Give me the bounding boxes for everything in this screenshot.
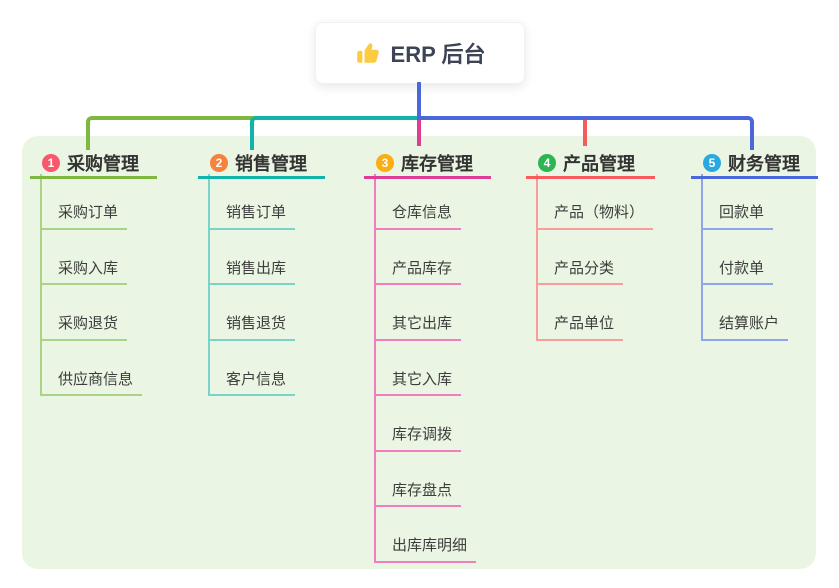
branch-header-sales[interactable]: 2 销售管理 [198, 150, 325, 179]
branch-header-procurement[interactable]: 1 采购管理 [30, 150, 157, 179]
child-row: 库存调拨 [376, 396, 476, 452]
child-row: 出库库明细 [376, 507, 477, 563]
child-row: 付款单 [703, 230, 788, 285]
child-node[interactable]: 销售出库 [210, 260, 296, 285]
branch-children-procurement: 采购订单 采购入库 采购退货 供应商信息 [40, 174, 143, 396]
child-node[interactable]: 销售退货 [210, 315, 296, 341]
branch-number-badge: 3 [376, 154, 394, 172]
child-row: 产品库存 [376, 230, 476, 285]
child-row: 产品单位 [538, 285, 653, 341]
child-node[interactable]: 其它出库 [376, 315, 462, 341]
child-node[interactable]: 采购订单 [42, 204, 128, 230]
child-node[interactable]: 付款单 [703, 260, 774, 285]
child-row: 产品分类 [538, 230, 653, 285]
child-node[interactable]: 库存盘点 [376, 482, 462, 507]
branch-number-badge: 1 [42, 154, 60, 172]
root-node[interactable]: ERP 后台 [315, 22, 525, 84]
branch-header-product[interactable]: 4 产品管理 [526, 150, 655, 179]
branch-label: 销售管理 [235, 154, 307, 174]
child-node[interactable]: 回款单 [703, 204, 774, 230]
child-node[interactable]: 出库库明细 [376, 537, 477, 563]
child-row: 其它入库 [376, 341, 476, 396]
branch-header-finance[interactable]: 5 财务管理 [691, 150, 818, 179]
connector-branch2 [250, 116, 424, 150]
thumbs-up-icon [355, 40, 381, 66]
root-title: ERP 后台 [390, 42, 486, 67]
child-row: 结算账户 [703, 285, 789, 341]
child-row: 采购订单 [42, 174, 142, 230]
child-node[interactable]: 客户信息 [210, 371, 296, 396]
connector-root-drop [417, 82, 421, 120]
child-row: 其它出库 [376, 285, 476, 341]
branch-children-inventory: 仓库信息 产品库存 其它出库 其它入库 库存调拨 库存盘点 出库库明细 [374, 174, 477, 563]
branch-number-badge: 5 [703, 154, 721, 172]
child-row: 回款单 [703, 174, 788, 230]
child-node[interactable]: 结算账户 [703, 315, 789, 341]
branch-label: 库存管理 [401, 154, 473, 174]
child-row: 供应商信息 [42, 341, 143, 396]
child-node[interactable]: 销售订单 [210, 204, 296, 230]
modules-panel [22, 136, 816, 569]
child-node[interactable]: 产品单位 [538, 315, 624, 341]
child-node[interactable]: 采购退货 [42, 315, 128, 341]
child-row: 采购入库 [42, 230, 142, 285]
child-node[interactable]: 产品（物料） [538, 204, 654, 230]
branch-children-product: 产品（物料） 产品分类 产品单位 [536, 174, 654, 341]
branch-label: 采购管理 [67, 154, 139, 174]
branch-children-sales: 销售订单 销售出库 销售退货 客户信息 [208, 174, 296, 396]
connector-branch5 [418, 116, 754, 150]
branch-label: 产品管理 [563, 154, 635, 174]
child-node[interactable]: 仓库信息 [376, 204, 462, 230]
child-row: 销售退货 [210, 285, 296, 341]
child-node[interactable]: 产品库存 [376, 260, 462, 285]
child-node[interactable]: 库存调拨 [376, 426, 462, 452]
branch-header-inventory[interactable]: 3 库存管理 [364, 150, 491, 179]
child-row: 库存盘点 [376, 452, 476, 507]
child-row: 仓库信息 [376, 174, 476, 230]
child-node[interactable]: 其它入库 [376, 371, 462, 396]
connector-branch4 [583, 120, 587, 146]
connector-branch3 [417, 118, 421, 146]
branch-number-badge: 4 [538, 154, 556, 172]
branch-label: 财务管理 [728, 154, 800, 174]
child-node[interactable]: 供应商信息 [42, 371, 143, 396]
child-row: 销售出库 [210, 230, 296, 285]
child-row: 产品（物料） [538, 174, 654, 230]
connector-branch1 [86, 116, 256, 150]
branch-children-finance: 回款单 付款单 结算账户 [701, 174, 789, 341]
child-row: 销售订单 [210, 174, 296, 230]
branch-number-badge: 2 [210, 154, 228, 172]
child-node[interactable]: 产品分类 [538, 260, 624, 285]
child-node[interactable]: 采购入库 [42, 260, 128, 285]
child-row: 客户信息 [210, 341, 296, 396]
child-row: 采购退货 [42, 285, 142, 341]
